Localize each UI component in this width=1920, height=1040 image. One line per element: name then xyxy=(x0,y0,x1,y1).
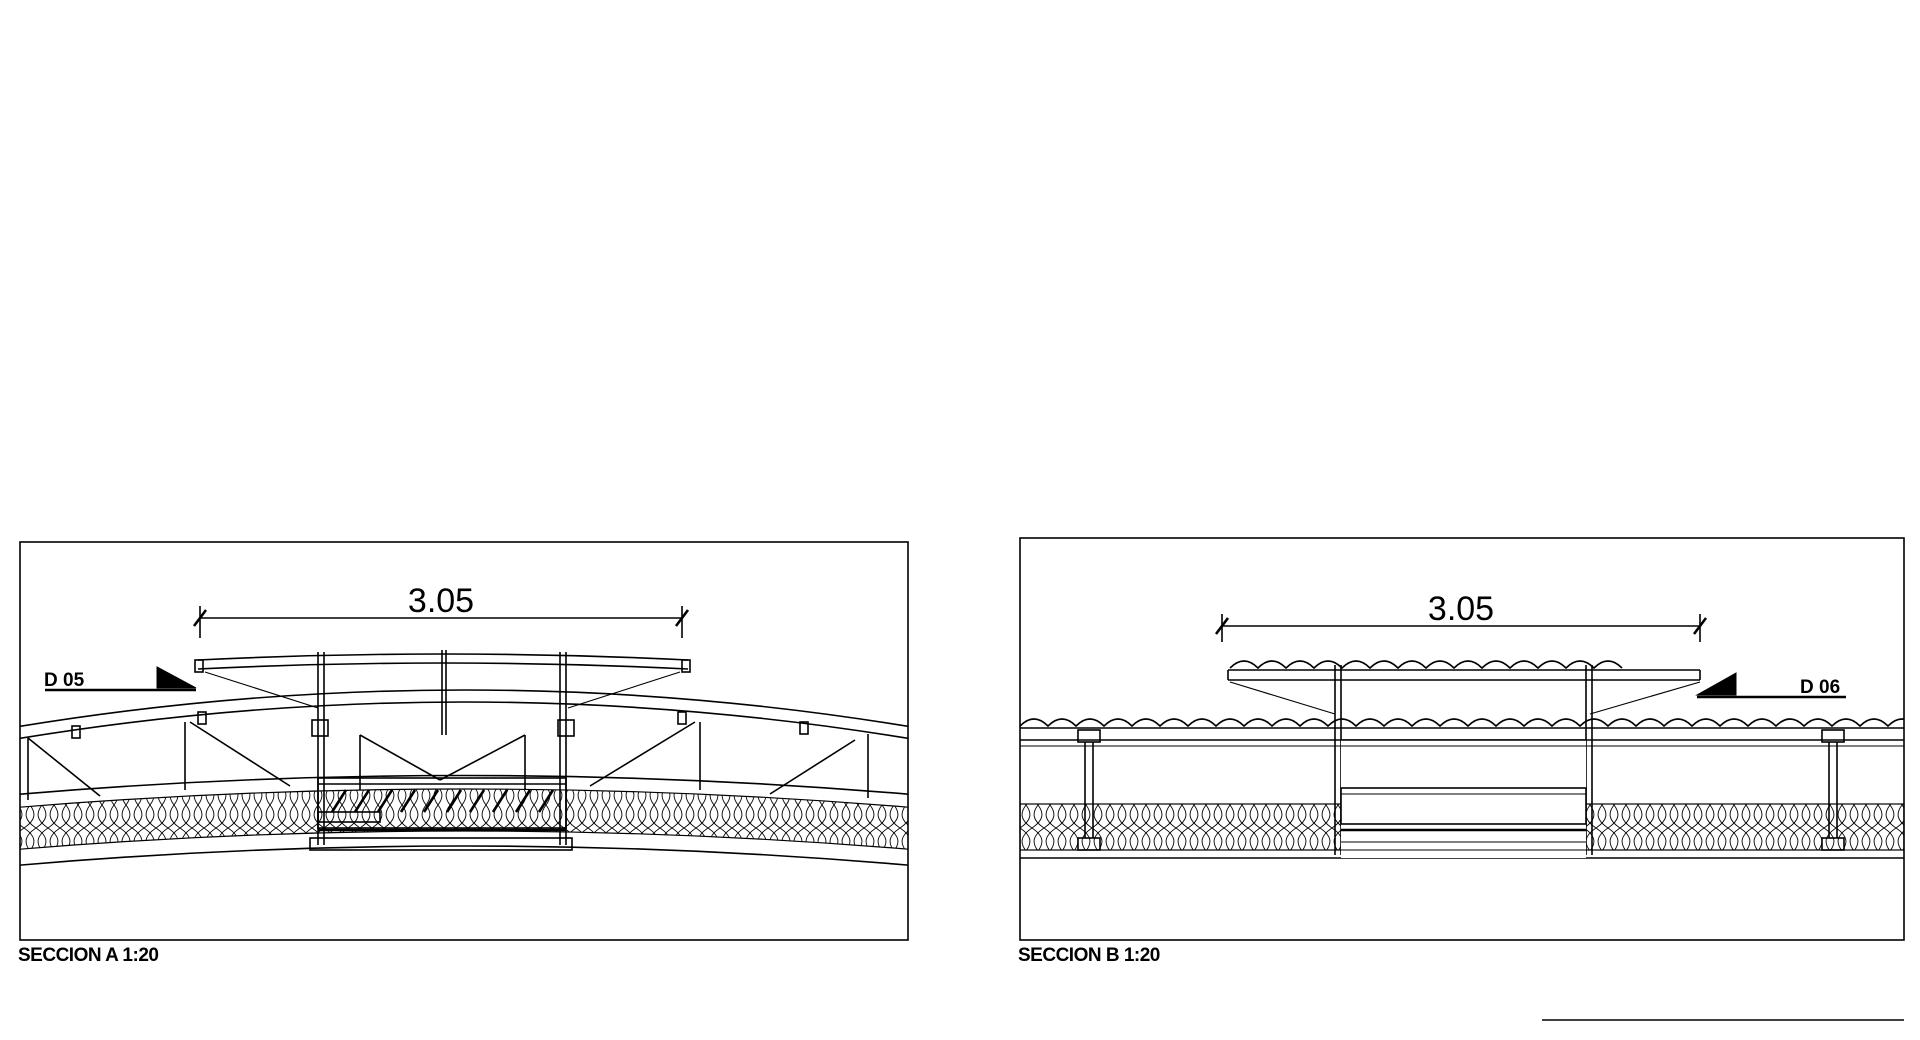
section-a-insulation xyxy=(20,788,908,850)
section-b-drawing: 3.05 D 06 SECCION B 1:20 xyxy=(1018,537,1905,966)
section-a-purlins xyxy=(71,711,809,739)
section-a-title: SECCION A 1:20 xyxy=(18,945,158,966)
section-a-detail-callout xyxy=(45,666,197,692)
section-a-monitor xyxy=(194,650,691,851)
section-b-frame xyxy=(1019,537,1905,941)
section-a-drawing: 3.05 D 05 SECCION A 1:20 xyxy=(18,541,909,966)
section-a-truss-bottom xyxy=(20,774,908,795)
section-a-dimension-line xyxy=(192,606,690,638)
section-b-monitor xyxy=(1227,660,1701,858)
section-a-truss-web xyxy=(27,721,869,800)
section-a-rafter-mid xyxy=(20,701,908,740)
section-a-ceiling-line xyxy=(20,845,908,866)
section-b-detail-tag: D 06 xyxy=(1800,677,1840,698)
section-b-title: SECCION B 1:20 xyxy=(1018,945,1160,966)
section-a-rafter-top xyxy=(20,689,908,728)
section-b-detail-callout xyxy=(1695,672,1846,699)
section-a-frame xyxy=(19,541,909,941)
section-b-dimension-line xyxy=(1214,614,1708,642)
section-b-side-posts xyxy=(1077,729,1845,851)
section-a-detail-tag: D 05 xyxy=(44,670,85,691)
section-a-dimension-label: 3.05 xyxy=(408,582,474,620)
section-b-roof-sheet xyxy=(1020,718,1904,728)
section-b-dimension-label: 3.05 xyxy=(1428,590,1494,628)
